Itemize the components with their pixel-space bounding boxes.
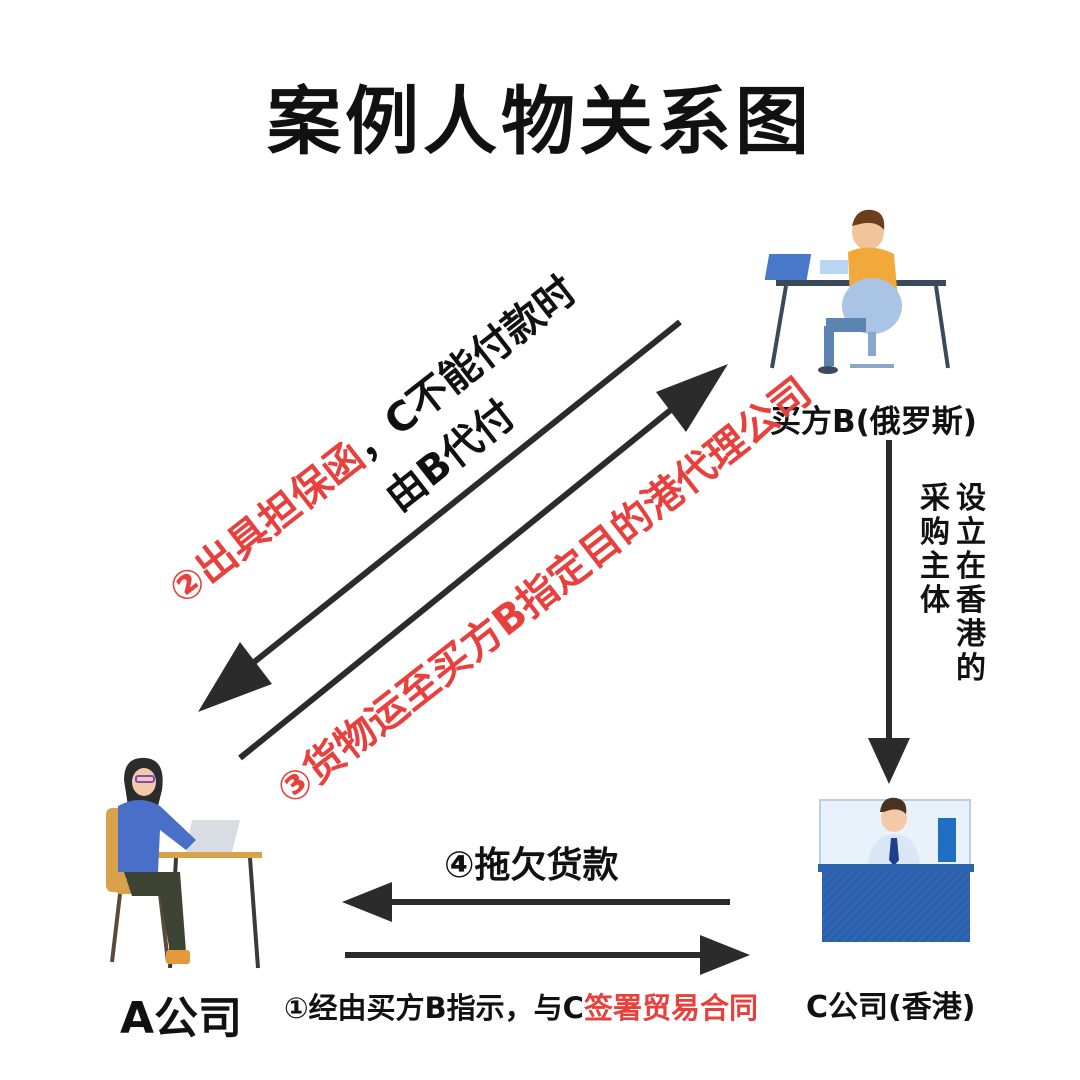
arrow-b-to-a: [198, 319, 682, 712]
relation-1-highlight: 签署贸易合同: [583, 991, 758, 1025]
page-title: 案例人物关系图: [267, 79, 813, 165]
relation-4-label: ④拖欠货款: [444, 845, 619, 886]
arrow-a-to-b: [238, 364, 728, 761]
node-b-label: 买方B(俄罗斯): [770, 404, 977, 440]
relation-1-prefix: ①经由买方B指示，与C: [284, 991, 584, 1025]
node-a-label: A公司: [120, 993, 243, 1044]
relation-b-c-col2: 采购主体: [920, 481, 950, 618]
relation-1-label: ①经由买方B指示，与C签署贸易合同: [284, 985, 758, 1027]
relation-b-c-col1: 设立在香港的: [956, 481, 986, 686]
arrow-c-to-a: [342, 882, 730, 922]
arrow-a-to-c: [345, 935, 750, 975]
arrow-b-to-c: [868, 440, 910, 784]
node-c-label: C公司(香港): [806, 990, 976, 1025]
